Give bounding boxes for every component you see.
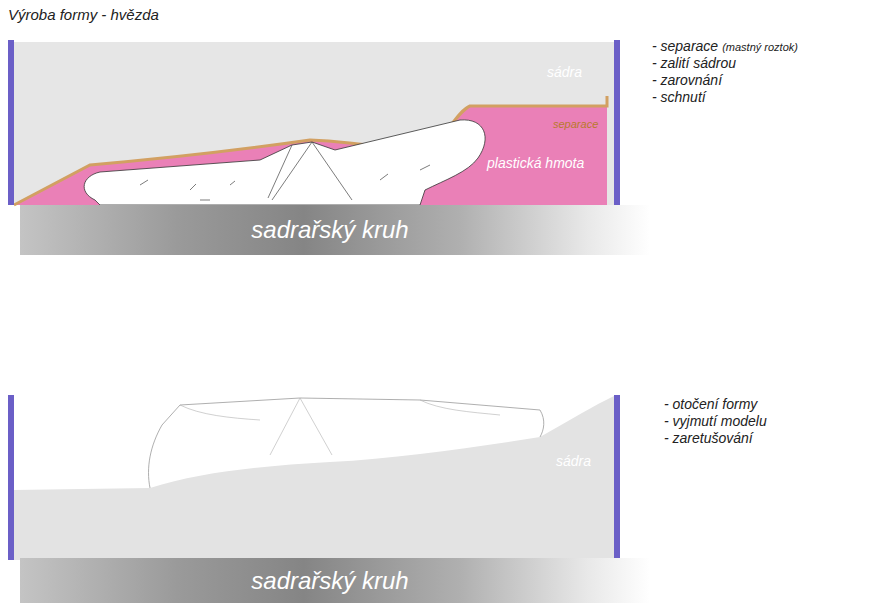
region-label: plastická hmota: [487, 155, 584, 171]
step-note: - otočení formy: [664, 396, 757, 412]
step-note: - zarovnání: [652, 72, 722, 88]
star-model: [84, 120, 485, 205]
mould-wall: [8, 40, 14, 205]
step-note: - schnutí: [652, 89, 706, 105]
step-note: - separace: [652, 38, 718, 54]
step-note: - vyjmutí modelu: [664, 413, 767, 429]
step-note-detail: (mastný roztok): [722, 41, 798, 54]
plaster-wheel-band: sadrařský kruh: [20, 558, 650, 603]
step-note: - zaretušování: [664, 430, 753, 446]
region-label: sádra: [556, 453, 591, 469]
plaster-region: [14, 396, 614, 560]
region-label: sádra: [547, 64, 582, 80]
mould-wall: [614, 395, 620, 560]
region-label: separace: [553, 118, 598, 131]
imprint-detail-strokes: [180, 398, 500, 455]
band-label: sadrařský kruh: [251, 567, 408, 595]
diagram-title: Výroba formy - hvězda: [8, 6, 159, 23]
model-detail-strokes: [140, 142, 430, 200]
separation-layer: [14, 96, 607, 205]
model-imprint: [149, 398, 544, 488]
band-label: sadrařský kruh: [251, 216, 408, 244]
mould-wall: [614, 40, 620, 205]
plastic-mass-region: [14, 106, 607, 205]
mould-wall: [8, 395, 14, 560]
plaster-wheel-band: sadrařský kruh: [20, 205, 650, 255]
step-note: - zalití sádrou: [652, 55, 736, 71]
plaster-region: [14, 42, 614, 205]
